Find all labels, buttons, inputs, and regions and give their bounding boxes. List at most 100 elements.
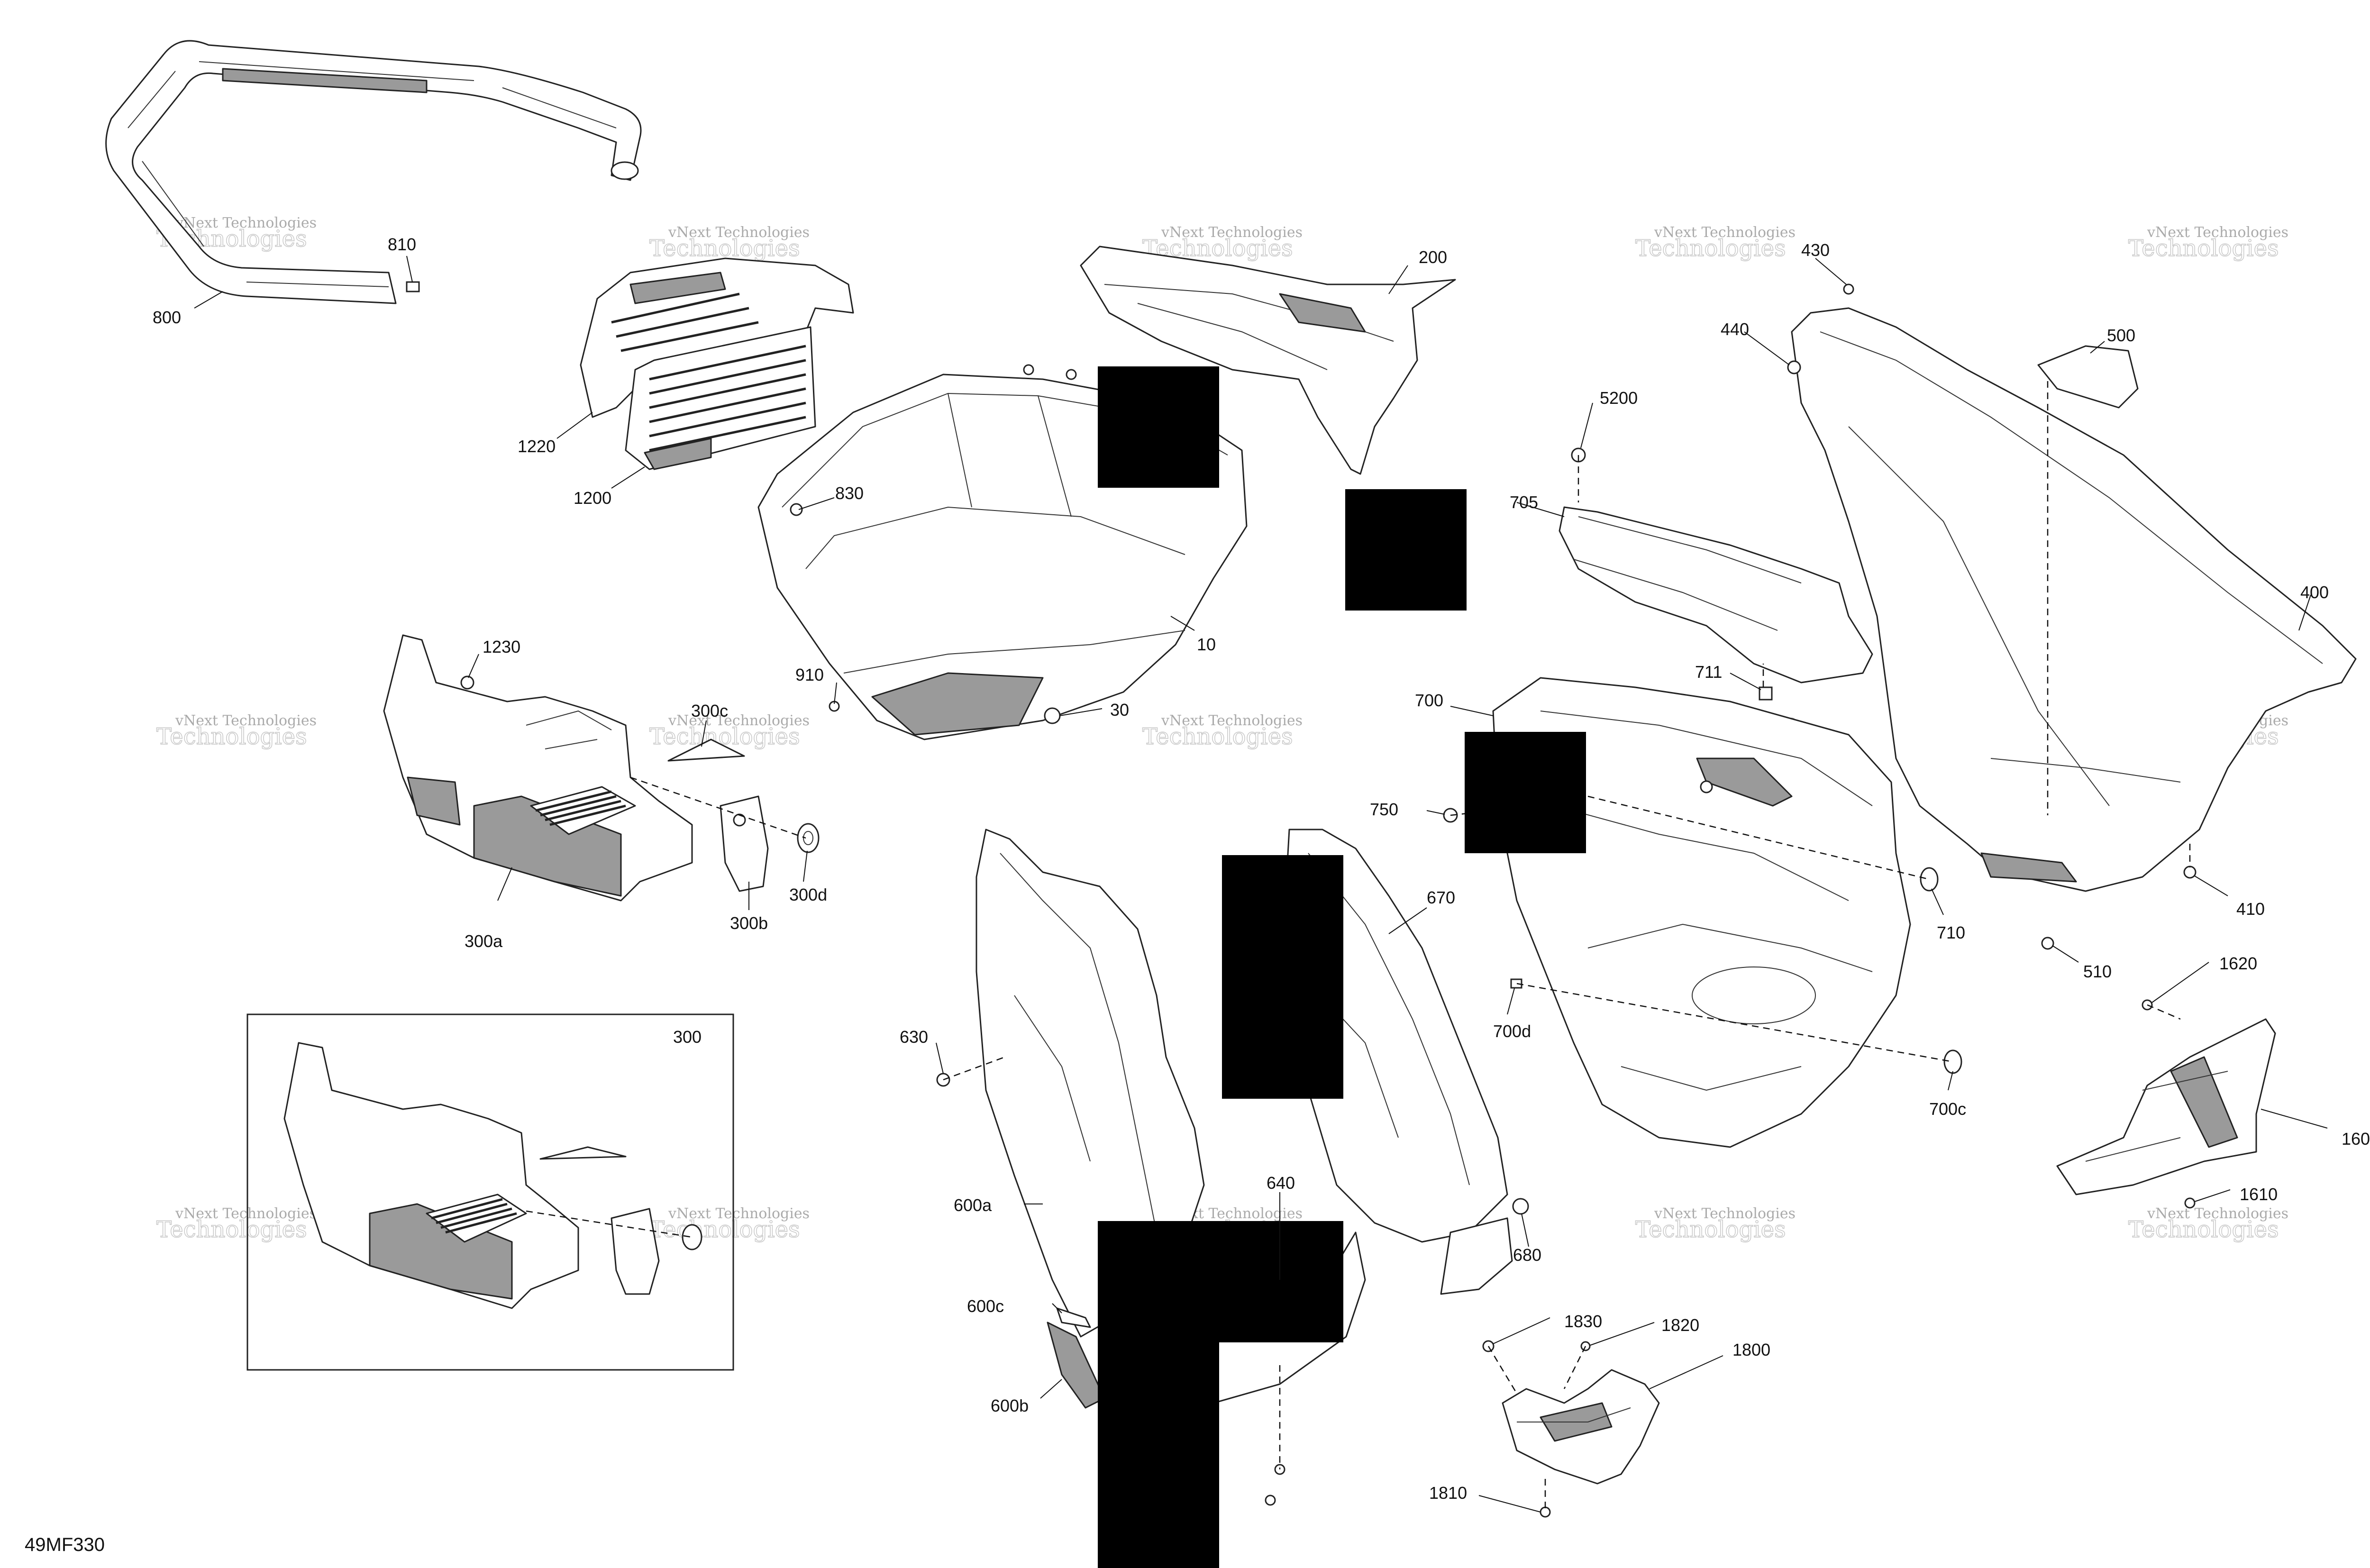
part-440-clip	[1787, 360, 1801, 374]
callout-1830: 1830	[1564, 1312, 1602, 1331]
watermark-text: vNext Technologies	[668, 224, 810, 241]
watermark-outline: Technologies	[2128, 1216, 2279, 1243]
watermark: vNext Technologies Technologies	[1142, 224, 1303, 262]
callout-600a: 600a	[954, 1195, 992, 1215]
watermark-text: vNext Technologies	[1161, 712, 1303, 729]
callout-600c: 600c	[967, 1296, 1004, 1316]
watermark-text: vNext Technologies	[175, 712, 317, 729]
callout-1800: 1800	[1732, 1340, 1770, 1359]
part-700d-screw	[1510, 978, 1522, 989]
watermark-outline: Technologies	[1635, 1216, 1786, 1243]
figure-id: 49MF330	[25, 1534, 105, 1555]
part-700-main-panel	[1492, 677, 1911, 1148]
watermark-text: vNext Technologies	[668, 1205, 810, 1222]
callout-300b: 300b	[730, 913, 768, 933]
watermark-outline: Technologies	[649, 235, 800, 262]
callout-830: 830	[835, 483, 864, 503]
part-1600-bracket	[2056, 1018, 2276, 1195]
watermark-outline: Technologies	[649, 1216, 800, 1243]
watermark-outline: Technologies	[1142, 723, 1293, 750]
callout-800: 800	[153, 308, 181, 327]
callout-400: 400	[2300, 583, 2329, 602]
redaction-block	[1345, 489, 1467, 611]
part-810-screw	[406, 281, 420, 292]
callout-711: 711	[1695, 662, 1722, 682]
watermark-text: vNext Technologies	[2147, 224, 2288, 241]
part-705-cover	[1559, 506, 1873, 684]
watermark: vNext Technologies Technologies	[1635, 1205, 1796, 1243]
callout-750: 750	[1370, 800, 1398, 819]
part-1220-grille-cover	[580, 257, 854, 418]
callout-705: 705	[1510, 492, 1538, 512]
watermark: vNext Technologies Technologies	[1142, 712, 1303, 750]
watermark: vNext Technologies Technologies	[1635, 224, 1796, 262]
callout-1600: 1600	[2342, 1129, 2370, 1149]
watermark: vNext Technologies Technologies	[156, 1205, 317, 1243]
callout-200: 200	[1419, 247, 1447, 267]
part-1810-fastener	[1540, 1506, 1551, 1518]
watermark-text: vNext Technologies	[668, 712, 810, 729]
watermark-text: vNext Technologies	[175, 1205, 317, 1222]
part-711-clip	[1759, 686, 1773, 701]
part-300-lower-console	[383, 634, 693, 902]
callout-1810: 1810	[1429, 1483, 1467, 1503]
part-1800-bracket	[1502, 1369, 1660, 1485]
callout-300d: 300d	[789, 885, 827, 904]
callout-1820: 1820	[1661, 1315, 1699, 1335]
part-600b-trim	[1047, 1322, 1105, 1409]
part-300c-vent	[667, 738, 745, 762]
callout-410: 410	[2236, 899, 2265, 919]
callout-300c: 300c	[691, 701, 728, 720]
part-430-screw	[1843, 283, 1854, 295]
watermark-outline: Technologies	[156, 723, 307, 750]
callout-680: 680	[1513, 1245, 1541, 1265]
part-1610-fastener	[2184, 1197, 2196, 1209]
callout-1220: 1220	[518, 437, 556, 456]
callout-510: 510	[2083, 962, 2112, 981]
watermarks: vNext Technologies Technologies vNext Te…	[156, 215, 2288, 1243]
watermark-text: vNext Technologies	[1654, 1205, 1796, 1222]
callout-10: 10	[1197, 635, 1216, 654]
watermark-outline: Technologies	[2128, 235, 2279, 262]
watermark: vNext Technologies Technologies	[649, 224, 810, 262]
part-510-fastener	[2041, 937, 2054, 950]
redaction-block	[1098, 1342, 1219, 1568]
callout-5200: 5200	[1600, 388, 1638, 408]
part-1230-fastener	[460, 675, 474, 690]
alignment-lines	[630, 455, 2181, 1512]
part-1200-grille	[625, 326, 816, 470]
callout-30: 30	[1110, 700, 1129, 720]
watermark-text: vNext Technologies	[1654, 224, 1796, 241]
callout-700: 700	[1415, 691, 1443, 710]
callout-labels: 800 810 1220 1200 830 10 910 30 200 1230…	[153, 235, 2370, 1503]
callout-700d: 700d	[1493, 1021, 1531, 1041]
watermark-outline: Technologies	[1635, 235, 1786, 262]
watermark: vNext Technologies Technologies	[156, 712, 317, 750]
callout-670: 670	[1427, 888, 1455, 907]
callout-640: 640	[1267, 1173, 1295, 1193]
part-710-clip	[1920, 867, 1939, 892]
redaction-blocks	[1098, 366, 1586, 1568]
redaction-block	[1465, 732, 1586, 853]
part-700c-clip	[1943, 1049, 1962, 1074]
part-680-plug	[1512, 1198, 1529, 1215]
callout-1620: 1620	[2219, 954, 2257, 973]
watermark-outline: Technologies	[156, 1216, 307, 1243]
callout-600b: 600b	[991, 1396, 1029, 1415]
part-200-panel	[1080, 246, 1456, 475]
callout-300a: 300a	[465, 931, 503, 951]
callout-1610: 1610	[2240, 1185, 2278, 1204]
part-410-fastener	[2183, 844, 2197, 879]
leader-lines	[194, 255, 2328, 1513]
callout-1230: 1230	[483, 637, 520, 656]
part-30-plug	[1044, 707, 1061, 724]
watermark-text: vNext Technologies	[1161, 224, 1303, 241]
callout-430: 430	[1801, 240, 1830, 260]
part-800-grab-handle	[105, 40, 642, 304]
redaction-block	[1098, 1221, 1343, 1342]
part-600c-trim	[1056, 1307, 1091, 1328]
callout-630: 630	[900, 1027, 928, 1047]
watermark-text: vNext Technologies	[175, 215, 317, 231]
part-500-plate	[2037, 345, 2139, 409]
